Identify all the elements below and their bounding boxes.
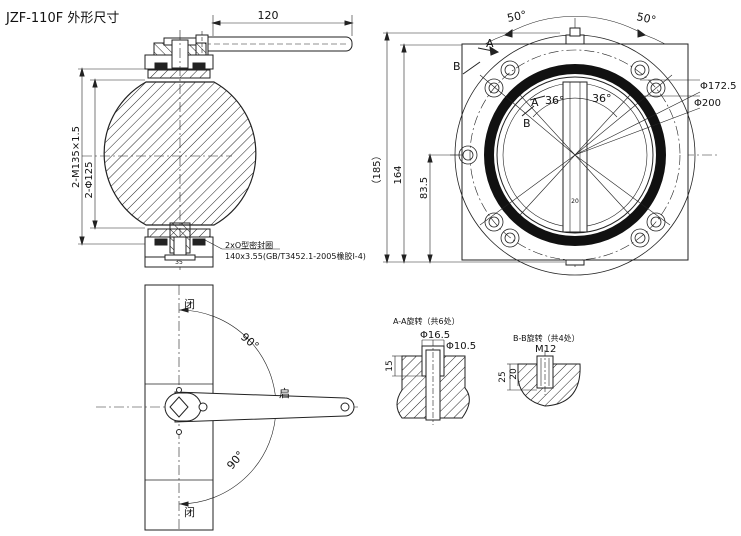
dim-height-164: 164 (393, 165, 404, 184)
dim-small-20: 20 (571, 198, 579, 205)
label-open: 启 (279, 387, 290, 400)
top-body (144, 30, 214, 270)
left-vertical-dims (78, 67, 145, 246)
detail-a-d105: Φ10.5 (446, 341, 476, 352)
detail-a-a (392, 339, 470, 425)
section-b-inner: B (523, 117, 531, 130)
dimension-120 (211, 15, 354, 36)
bottom-body (144, 222, 214, 268)
angle-90-top: 90° (238, 330, 261, 352)
dim-diameter-172: Φ172.5 (700, 81, 737, 92)
detail-a-title: A-A旋转（共6处） (393, 316, 460, 326)
label-close-bottom: 闭 (184, 506, 195, 519)
dim-height-185: （185） (371, 150, 383, 189)
front-view (383, 16, 720, 276)
dim-handle-length: 120 (258, 9, 279, 22)
dim-small-35: 35 (175, 259, 183, 266)
label-close-top: 闭 (184, 298, 195, 311)
angle-50-left: 50° (506, 8, 528, 25)
dim-diameter-200: Φ200 (694, 98, 721, 109)
detail-b-h25: 25 (498, 371, 508, 382)
detail-b-title: B-B旋转（共4处） (513, 333, 580, 343)
bolt-holes (458, 60, 666, 248)
dim-height-83-5: 83.5 (419, 177, 430, 199)
dim-bore: 2-Φ125 (84, 162, 95, 199)
ball (82, 81, 257, 226)
top-view (96, 284, 360, 531)
drawing-title: JZF-110F 外形尺寸 (6, 11, 120, 26)
angle-50-right: 50° (635, 10, 657, 27)
handle (195, 31, 353, 60)
detail-a-d165: Φ16.5 (420, 330, 450, 341)
detail-b-m12: M12 (535, 344, 556, 355)
section-b-top: B (453, 60, 461, 73)
angle-36-left: 36° (545, 94, 565, 107)
oring-label-2: 140x3.55(GB/T3452.1-2005橡胶I-4) (225, 251, 366, 261)
detail-a-h15: 15 (385, 360, 395, 371)
detail-b-b (507, 350, 581, 407)
angle-90-bottom: 90° (224, 449, 246, 472)
dim-thread: 2-M135×1.5 (71, 126, 82, 188)
angle-36-right: 36° (592, 92, 612, 105)
section-a-inner: A (531, 96, 539, 109)
section-a-top: A (486, 37, 494, 50)
oring-label-1: 2xO型密封圈 (225, 240, 273, 250)
detail-b-h20: 20 (509, 368, 519, 380)
side-view (78, 15, 354, 270)
